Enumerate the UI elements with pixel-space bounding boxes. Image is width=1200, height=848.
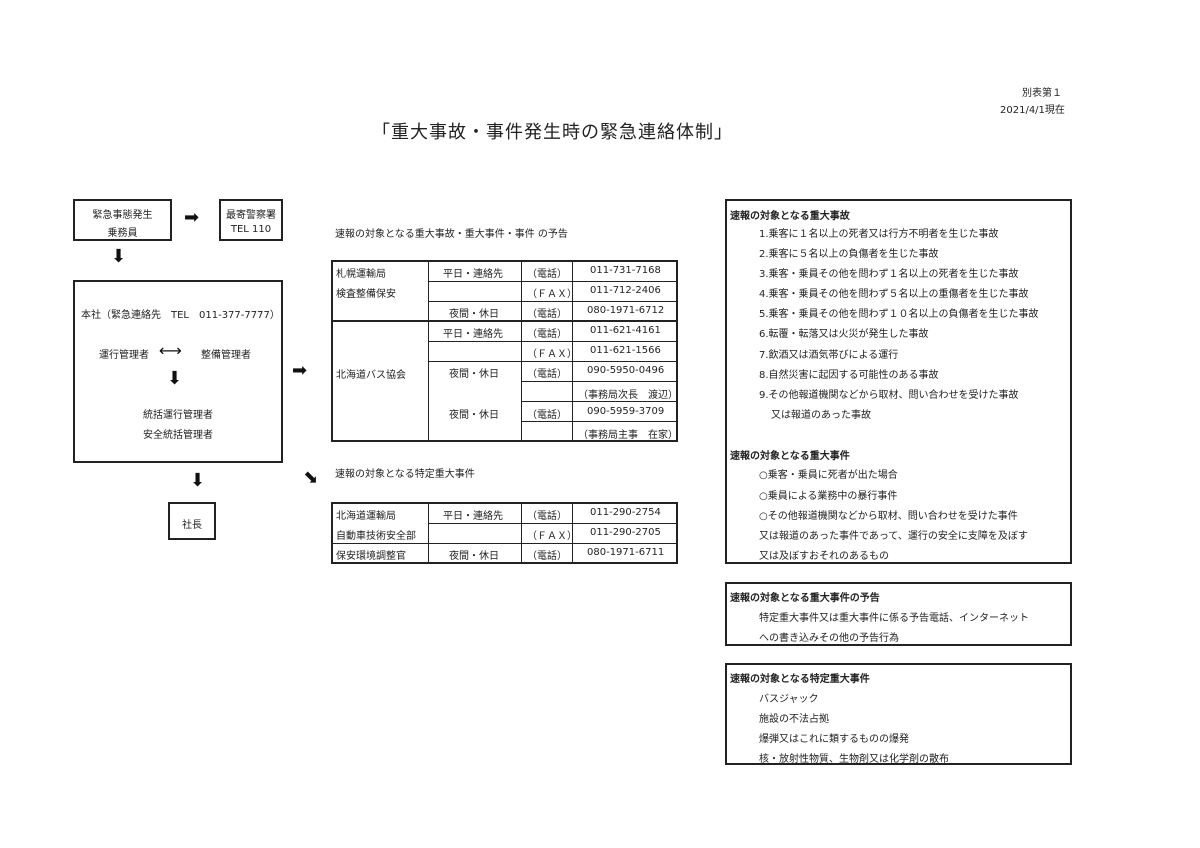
table-cell: 平日・連絡先 [443,329,503,340]
occurrence-label: 緊急事態発生 [92,210,153,221]
arrow-down-icon: ⬇ [111,246,127,267]
fax-number: 011-621-1566 [590,345,661,356]
list-item: 爆弾又はこれに類するものの爆発 [759,734,909,745]
list-item: 7.飲酒又は酒気帯びによる運行 [759,350,899,361]
list-item: 特定重大事件又は重大事件に係る予告電話、インターネット [759,613,1029,624]
table-cell: （電話） [527,329,567,340]
list-item: への書き込みその他の予告行為 [759,633,899,644]
table-cell: （ＦＡＸ） [527,349,577,360]
fax-number: 011-712-2406 [590,285,661,296]
list-item: 6.転覆・転落又は火災が発生した事故 [759,329,929,340]
specified-incident-box: 速報の対象となる特定重大事件 バスジャック 施設の不法占拠 爆弾又はこれに類する… [725,663,1072,765]
side1-heading: 速報の対象となる重大事故 [730,211,850,222]
police-box: 最寄警察署 TEL 110 [219,199,283,241]
list-item: 又は報道のあった事故 [771,410,871,421]
fax-number: 011-290-2705 [590,527,661,538]
table-cell: （電話） [527,369,567,380]
hokkaido-bus-assoc: 北海道バス協会 [336,370,406,381]
as-of-date: 2021/4/1現在 [1000,105,1065,116]
general-ops-manager: 統括運行管理者 [143,410,213,421]
side1-heading2: 速報の対象となる重大事件 [730,451,850,462]
list-item: 施設の不法占拠 [759,714,829,725]
phone-number: 090-5950-0496 [587,365,665,376]
maint-manager: 整備管理者 [201,350,251,361]
list-item: 3.乗客・乗員その他を問わず１名以上の死者を生じた事故 [759,269,1019,280]
list-item: バスジャック [759,694,819,705]
table-cell: （ＦＡＸ） [527,531,577,542]
crew-label: 乗務員 [107,228,138,239]
notice1-heading: 速報の対象となる重大事故・重大事件・事件 の予告 [335,229,568,240]
list-item: 9.その他報道機関などから取材、問い合わせを受けた事故 [759,390,1019,401]
list-item: 1.乗客に１名以上の死者又は行方不明者を生じた事故 [759,229,999,240]
hq-contact: 本社（緊急連絡先 TEL 011-377-7777） [81,310,280,321]
table-cell: 平日・連絡先 [443,269,503,280]
sapporo-org-line2: 検査整備保安 [336,289,396,300]
table-cell: （ＦＡＸ） [527,289,577,300]
arrow-down-icon: ⬇ [167,368,183,389]
police-label: 最寄警察署 [226,210,276,221]
list-item: 2.乗客に５名以上の負傷者を生じた事故 [759,249,939,260]
table-cell: 夜間・休日 [449,309,499,320]
serious-accident-box: 速報の対象となる重大事故 1.乗客に１名以上の死者又は行方不明者を生じた事故 2… [725,199,1072,564]
list-item: ○乗員による業務中の暴行事件 [759,491,898,502]
arrow-both-icon: ⟷ [159,341,182,360]
list-item: ○その他報道機関などから取材、問い合わせを受けた事件 [759,511,1018,522]
table-cell: 夜間・休日 [449,369,499,380]
table-cell: （電話） [527,551,567,562]
table-cell: （電話） [527,410,567,421]
list-item: 4.乗客・乗員その他を問わず５名以上の重傷者を生じた事故 [759,289,1029,300]
sheet-number: 別表第１ [1022,88,1062,99]
list-item: 核・放射性物質、生物剤又は化学剤の散布 [759,754,949,765]
phone-number: 011-290-2754 [590,507,661,518]
phone-number: 090-5959-3709 [587,406,665,417]
ops-manager: 運行管理者 [99,350,149,361]
table-cell: （電話） [527,309,567,320]
table-cell: 夜間・休日 [449,410,499,421]
notice2-org-line2: 自動車技術安全部 [336,531,416,542]
threat-notice-box: 速報の対象となる重大事件の予告 特定重大事件又は重大事件に係る予告電話、インター… [725,582,1072,646]
president-box: 社長 [168,502,216,540]
list-item: ○乗客・乗員に死者が出た場合 [759,470,898,481]
table-cell: 夜間・休日 [449,551,499,562]
list-item: 5.乗客・乗員その他を問わず１０名以上の負傷者を生じた事故 [759,309,1039,320]
list-item: 又は報道のあった事件であって、運行の安全に支障を及ぼす [759,531,1028,542]
phone-number: 011-731-7168 [590,265,661,276]
contact-person: （事務局主事 在家） [578,430,678,441]
president-label: 社長 [182,520,202,531]
notice1-table [331,260,678,442]
phone-number: 080-1971-6712 [587,305,665,316]
notice2-table [331,502,678,564]
phone-number: 011-621-4161 [590,325,661,336]
contact-person: （事務局次長 渡辺） [578,390,678,401]
arrow-right-icon: ➡ [292,360,308,381]
occurrence-box: 緊急事態発生 乗務員 [73,199,172,241]
notice2-org-line3: 保安環境調整官 [336,551,406,562]
arrow-down-right-icon: ➡ [298,464,324,491]
page-title: 「重大事故・事件発生時の緊急連絡体制」 [372,122,733,143]
side2-heading: 速報の対象となる重大事件の予告 [730,593,880,604]
table-cell: （電話） [527,269,567,280]
safety-manager: 安全統括管理者 [143,430,213,441]
arrow-right-icon: ➡ [184,207,200,228]
side3-heading: 速報の対象となる特定重大事件 [730,674,870,685]
headquarters-box: 本社（緊急連絡先 TEL 011-377-7777） 運行管理者 ⟷ 整備管理者… [73,280,283,463]
list-item: 8.自然災害に起因する可能性のある事故 [759,370,939,381]
table-cell: （電話） [527,511,567,522]
police-tel: TEL 110 [230,224,272,235]
phone-number: 080-1971-6711 [587,547,665,558]
list-item: 又は及ぼすおそれのあるもの [759,551,889,562]
sapporo-org-line1: 札幌運輸局 [336,269,386,280]
notice2-heading: 速報の対象となる特定重大事件 [335,469,475,480]
table-cell: 平日・連絡先 [443,511,503,522]
arrow-down-icon: ⬇ [190,470,206,491]
notice2-org-line1: 北海道運輸局 [336,511,396,522]
